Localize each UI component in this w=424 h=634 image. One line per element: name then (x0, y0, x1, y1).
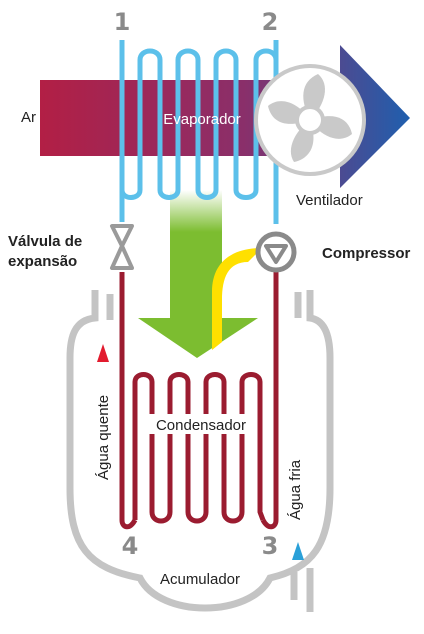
condenser-label: Condensador (156, 417, 246, 434)
hot-water-marker (97, 344, 109, 362)
accumulator-label: Acumulador (160, 571, 240, 588)
compressor-icon (255, 231, 297, 273)
fan-icon (254, 64, 366, 176)
compressed-flow (212, 248, 262, 350)
evaporator-label: Evaporador (163, 111, 241, 128)
heat-transfer-arrow (138, 190, 258, 358)
air-label: Ar (21, 109, 36, 126)
accumulator-tank (66, 290, 334, 612)
cold-water-label: Água fria (287, 459, 304, 520)
point-2-label: 2 (262, 8, 279, 36)
point-3-label: 3 (262, 532, 279, 560)
condenser-label-bg (148, 414, 254, 434)
point-4-label: 4 (122, 532, 139, 560)
expansion-valve-icon (110, 222, 134, 272)
cold-water-marker (292, 542, 304, 560)
hot-water-label: Água quente (95, 395, 112, 480)
compressor-label: Compressor (322, 245, 411, 262)
fan-label: Ventilador (296, 192, 363, 209)
point-1-label: 1 (114, 8, 131, 36)
expansion-valve-label-line1: Válvula de (8, 233, 82, 250)
expansion-valve-label-line2: expansão (8, 253, 77, 270)
hot-pipe-circuit (119, 272, 279, 530)
